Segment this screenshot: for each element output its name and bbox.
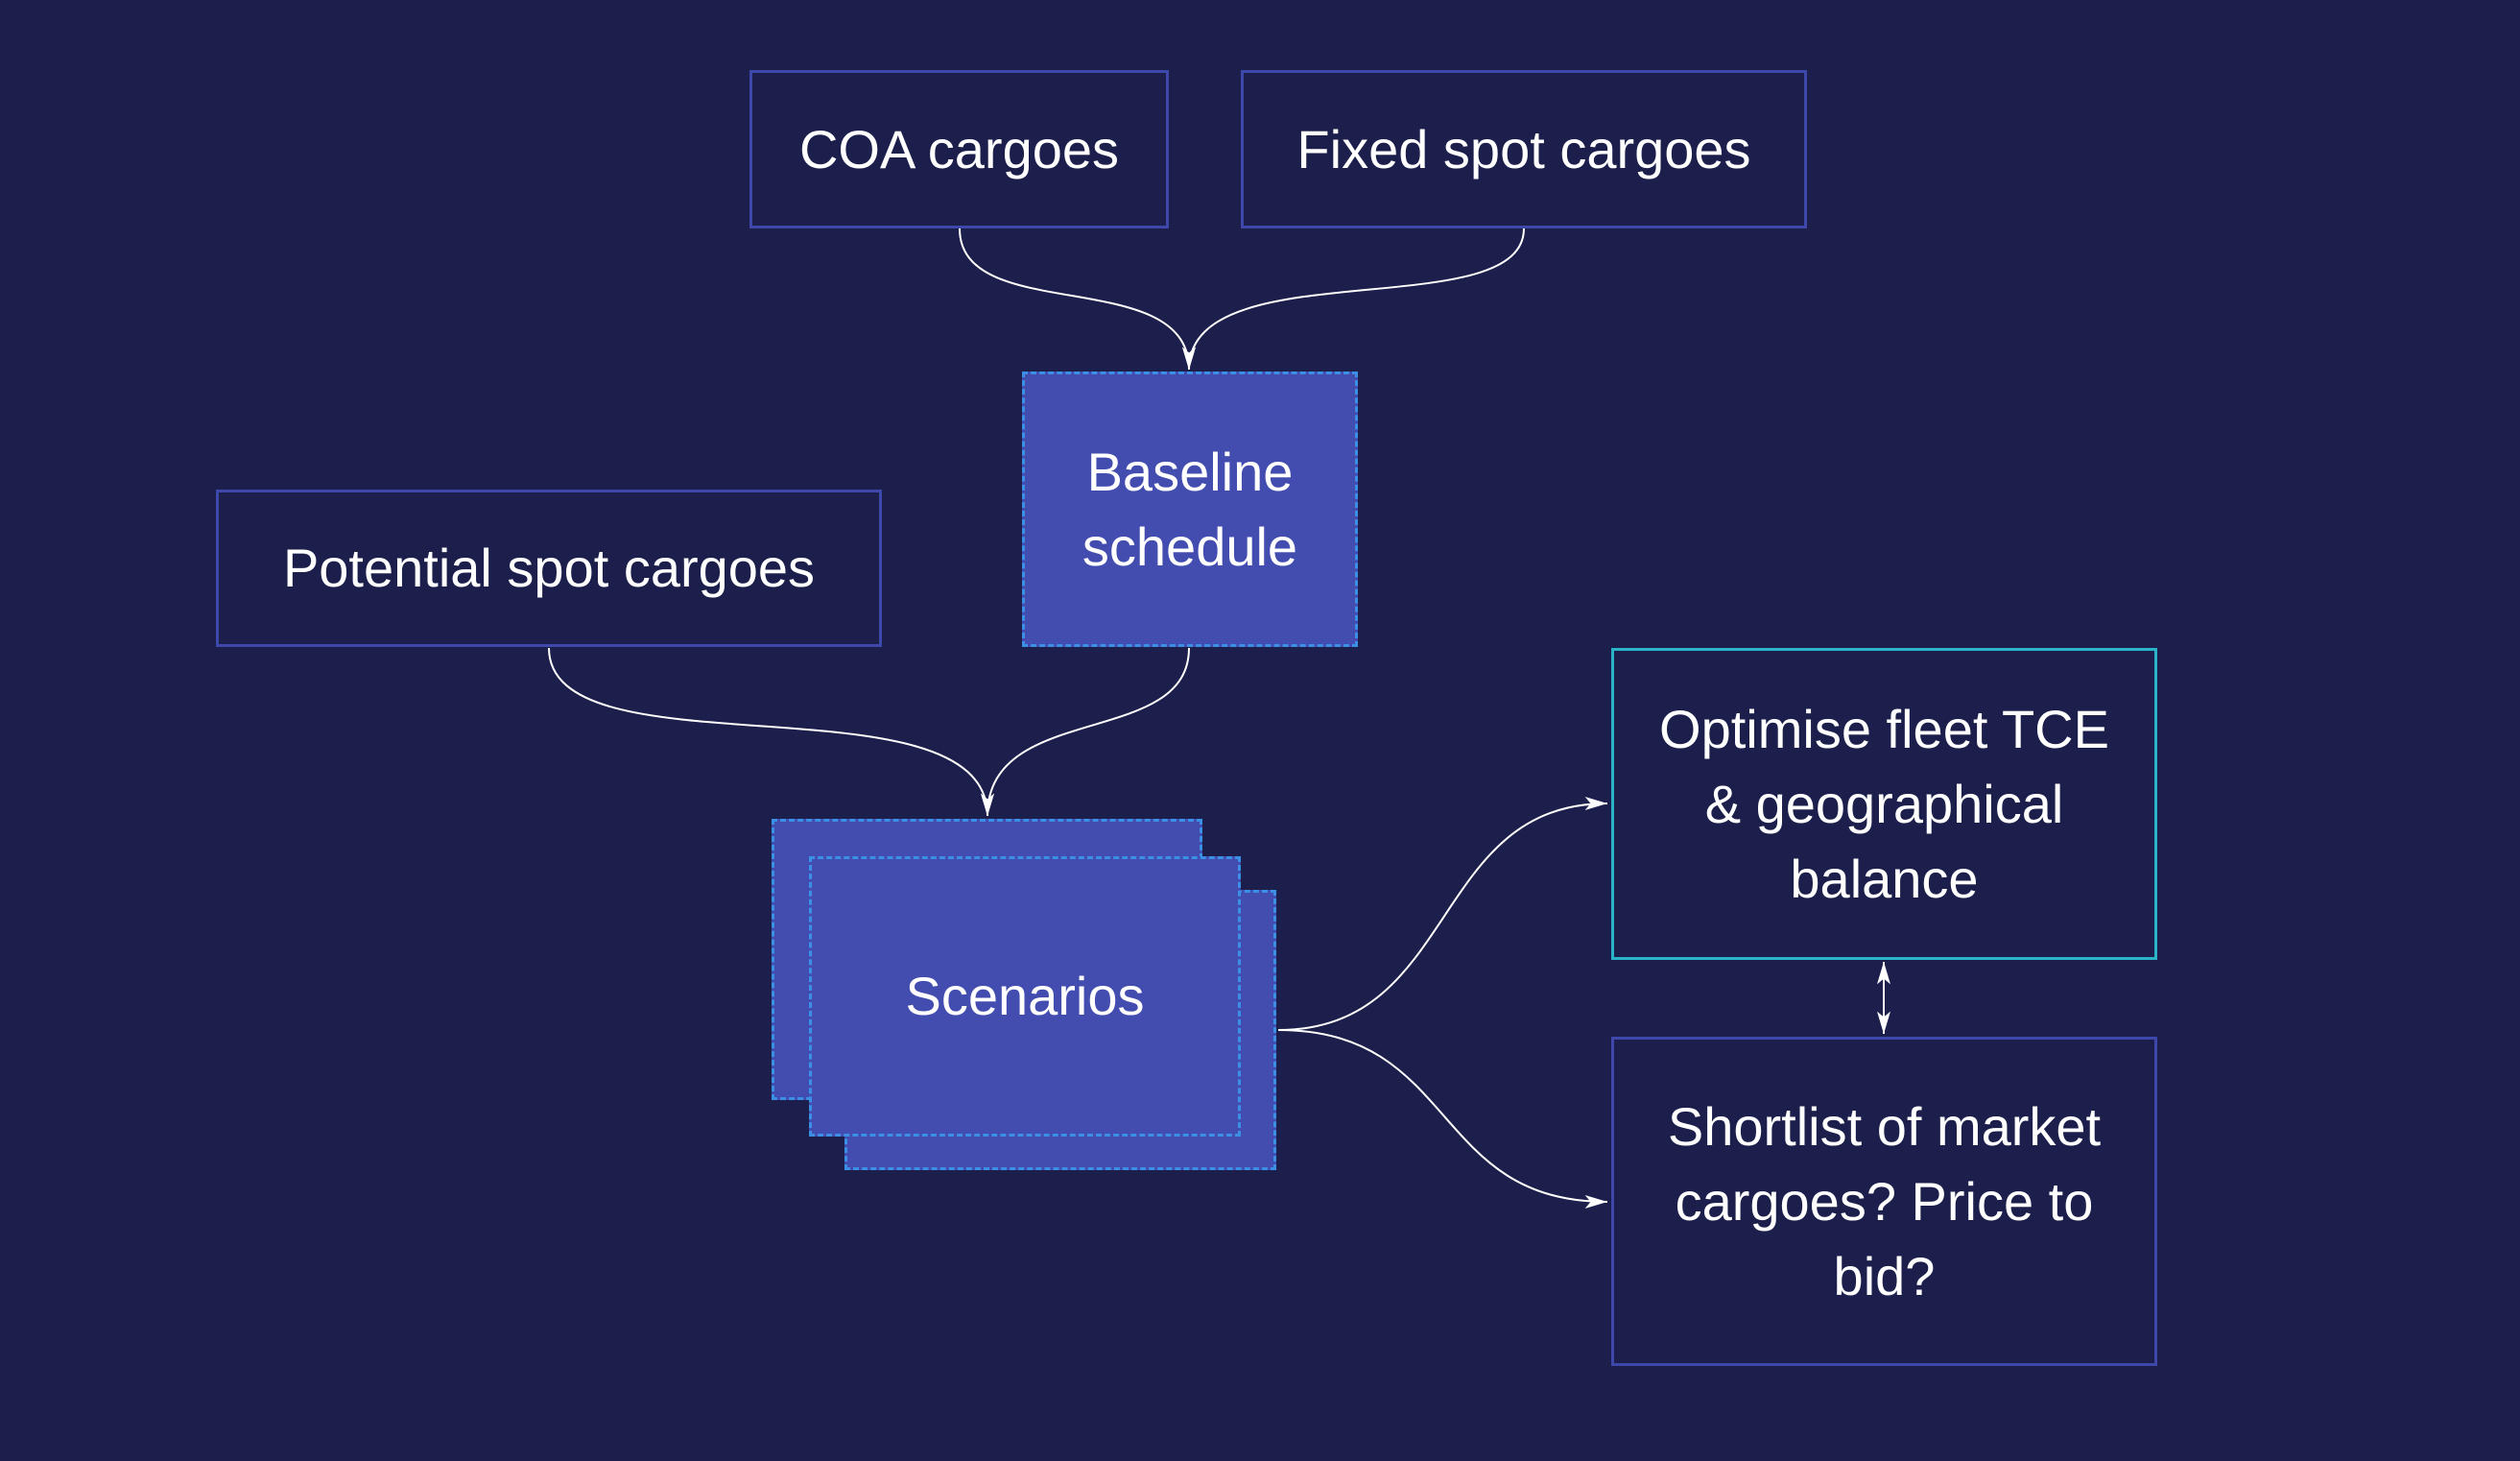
edge-coa-to-baseline bbox=[959, 228, 1196, 371]
node-scenarios: Scenarios bbox=[809, 856, 1241, 1137]
edge-potential-to-scenarios bbox=[548, 647, 994, 817]
node-label: Fixed spot cargoes bbox=[1296, 118, 1751, 180]
node-label: COA cargoes bbox=[798, 118, 1120, 180]
node-label: Baseline schedule bbox=[1082, 441, 1298, 577]
node-fixed-spot-cargoes: Fixed spot cargoes bbox=[1241, 70, 1807, 228]
edge-fixed-to-baseline bbox=[1182, 228, 1525, 371]
node-label: Scenarios bbox=[905, 966, 1145, 1026]
node-coa-cargoes: COA cargoes bbox=[749, 70, 1169, 228]
node-potential-spot-cargoes: Potential spot cargoes bbox=[216, 490, 882, 647]
node-label: Optimise fleet TCE & geographical balanc… bbox=[1659, 698, 2109, 909]
node-shortlist-market-cargoes: Shortlist of market cargoes? Price to bi… bbox=[1611, 1037, 2157, 1366]
edge-scenarios-to-shortlist bbox=[1277, 1029, 1608, 1209]
node-optimise-fleet: Optimise fleet TCE & geographical balanc… bbox=[1611, 648, 2157, 960]
node-label: Shortlist of market cargoes? Price to bi… bbox=[1667, 1095, 2102, 1306]
node-baseline-schedule: Baseline schedule bbox=[1022, 371, 1358, 647]
node-label: Potential spot cargoes bbox=[282, 538, 816, 598]
edge-baseline-to-scenarios bbox=[981, 647, 1190, 817]
edge-scenarios-to-optimise bbox=[1277, 797, 1608, 1031]
